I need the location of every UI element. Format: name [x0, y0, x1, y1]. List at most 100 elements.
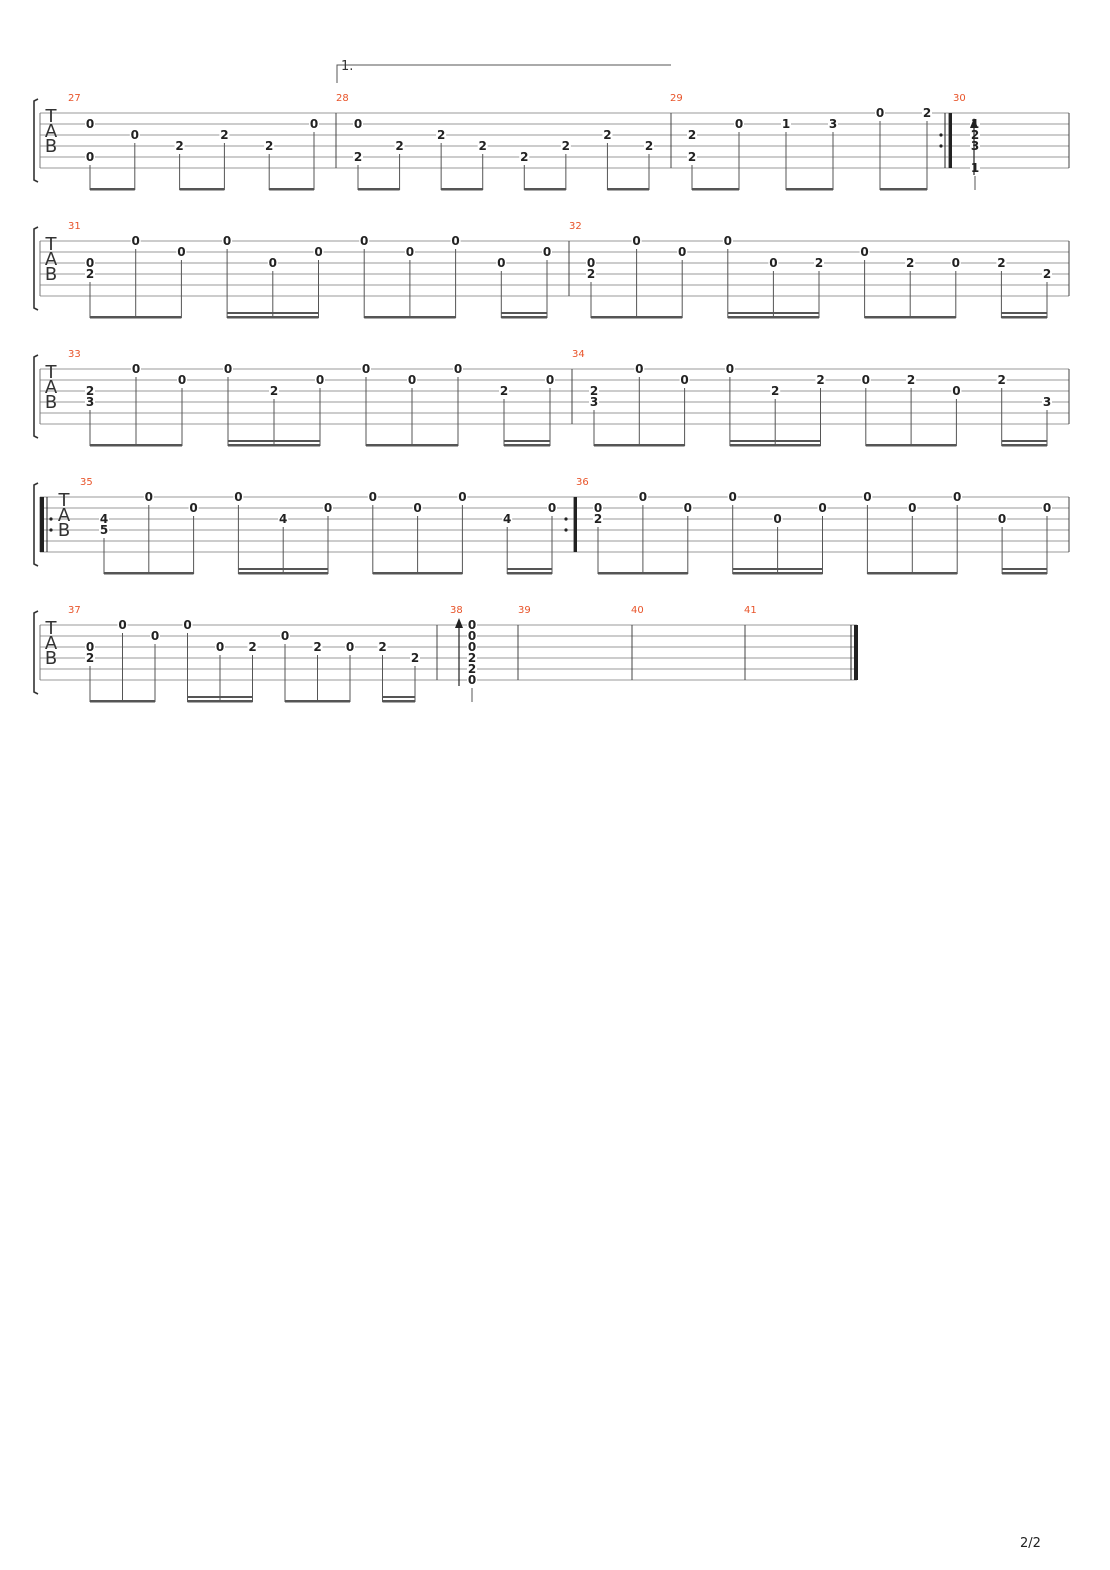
fret-number: 0 — [454, 362, 462, 376]
note-beam — [382, 700, 415, 703]
fret-bg — [176, 246, 187, 257]
fret-number: 0 — [189, 501, 197, 515]
note-beam — [524, 188, 566, 191]
fret-number: 2 — [562, 139, 570, 153]
fret-bg — [734, 118, 744, 129]
note-beam — [285, 700, 350, 703]
note-beam-secondary — [727, 312, 819, 314]
fret-bg — [182, 619, 193, 630]
fret-number: 0 — [314, 245, 322, 259]
fret-bg — [905, 257, 916, 268]
note-beam — [507, 572, 552, 575]
fret-number: 0 — [216, 640, 224, 654]
fret-number: 0 — [680, 373, 688, 387]
fret-number: 0 — [360, 234, 368, 248]
fret-bg — [589, 385, 599, 396]
note-beam — [104, 572, 194, 575]
fret-number: 2 — [771, 384, 779, 398]
fret-number: 2 — [590, 384, 598, 398]
tab-clef-letter: B — [45, 648, 57, 669]
volta-line — [336, 64, 671, 83]
fret-bg — [815, 374, 826, 385]
tab-clef-letter: A — [45, 377, 58, 398]
fret-bg — [593, 513, 603, 524]
fret-bg — [727, 491, 738, 502]
fret-bg — [85, 118, 95, 129]
bar-number: 40 — [631, 605, 644, 616]
note-beam-secondary — [1001, 440, 1047, 442]
note-beam — [864, 316, 956, 319]
fret-number: 2 — [468, 651, 476, 665]
fret-number: 2 — [437, 128, 445, 142]
fret-bg — [131, 363, 141, 374]
fret-number: 0 — [863, 490, 871, 504]
fret-bg — [996, 257, 1007, 268]
fret-number: 3 — [971, 139, 979, 153]
fret-bg — [143, 491, 154, 502]
fret-bg — [467, 663, 477, 674]
fret-number: 2 — [270, 384, 278, 398]
note-beam — [90, 316, 182, 319]
bar-number: 30 — [953, 93, 966, 104]
fret-bg — [906, 374, 917, 385]
fret-bg — [547, 502, 557, 513]
fret-bg — [589, 396, 599, 407]
fret-number: 2 — [603, 128, 611, 142]
tab-clef-letter: A — [58, 505, 71, 526]
fret-number: 0 — [952, 256, 960, 270]
fret-bg — [602, 129, 613, 140]
note-beam — [504, 444, 550, 447]
fret-bg — [467, 619, 477, 630]
fret-bg — [545, 374, 555, 385]
fret-number: 0 — [151, 629, 159, 643]
fret-bg — [679, 374, 690, 385]
bar-number: 33 — [68, 349, 81, 360]
fret-number: 0 — [953, 490, 961, 504]
note-beam — [238, 572, 328, 575]
note-beam-secondary — [227, 312, 319, 314]
fret-bg — [467, 652, 477, 663]
fret-number: 2 — [997, 256, 1005, 270]
fret-bg — [267, 257, 278, 268]
fret-bg — [682, 502, 693, 513]
fret-number: 4 — [503, 512, 511, 526]
repeat-dot — [939, 133, 943, 137]
bar-number: 41 — [744, 605, 757, 616]
bar-number: 27 — [68, 93, 81, 104]
fret-bg — [404, 246, 415, 257]
tab-clef-letter: A — [45, 121, 58, 142]
fret-bg — [922, 107, 932, 118]
note-beam — [880, 188, 927, 191]
fret-number: 2 — [520, 150, 528, 164]
fret-bg — [85, 641, 95, 652]
note-beam — [692, 188, 739, 191]
fret-number: 0 — [281, 629, 289, 643]
volta-label: 1. — [341, 59, 353, 74]
fret-number: 0 — [632, 234, 640, 248]
note-beam — [366, 444, 458, 447]
fret-bg — [477, 140, 488, 151]
fret-number: 2 — [313, 640, 321, 654]
fret-bg — [394, 140, 405, 151]
note-beam-secondary — [238, 568, 328, 570]
fret-bg — [85, 385, 95, 396]
fret-number: 2 — [923, 106, 931, 120]
note-beam — [358, 188, 400, 191]
fret-bg — [233, 491, 244, 502]
note-beam — [786, 188, 833, 191]
system-bracket — [33, 98, 39, 183]
fret-number: 2 — [86, 651, 94, 665]
fret-bg — [996, 374, 1007, 385]
fret-bg — [781, 118, 791, 129]
fret-number: 0 — [354, 117, 362, 131]
fret-number: 0 — [468, 618, 476, 632]
fret-number: 0 — [316, 373, 324, 387]
fret-number: 0 — [468, 673, 476, 687]
fret-number: 0 — [729, 490, 737, 504]
note-beam — [607, 188, 649, 191]
repeat-end-bar — [949, 113, 952, 168]
fret-number: 0 — [408, 373, 416, 387]
fret-bg — [907, 502, 918, 513]
fret-bg — [367, 491, 378, 502]
fret-bg — [875, 107, 885, 118]
